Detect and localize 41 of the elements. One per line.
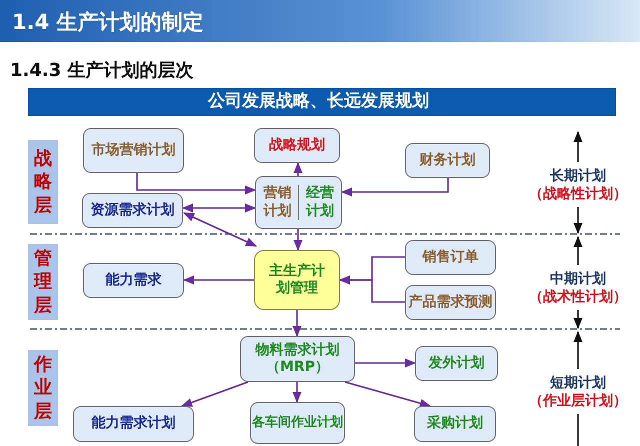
plan-box: 市场营销计划 [83, 128, 184, 173]
plan-box: 资源需求计划 [82, 193, 183, 228]
arrow [180, 381, 248, 407]
page-title: 1.4 生产计划的制定 [12, 9, 204, 36]
plan-box [255, 176, 342, 229]
arrow [182, 204, 256, 212]
plan-box: 能力需求 [83, 263, 184, 298]
term-label: 短期计划 [549, 374, 607, 392]
arrow [292, 310, 302, 338]
term-label: （战略性计划） [528, 185, 628, 203]
term-label: 中期计划 [549, 270, 607, 288]
section-heading: 1.4.3 生产计划的层次 [10, 59, 194, 82]
plan-box: 各车间作业计划 [250, 402, 345, 444]
plan-box: 主生产计划管理 [254, 250, 340, 310]
box-label: 经营计划 [298, 185, 340, 220]
plan-box: 发外计划 [415, 346, 498, 381]
plan-box: 财务计划 [405, 143, 490, 178]
plan-box: 能力需求计划 [73, 406, 194, 442]
arrow [340, 178, 449, 196]
plan-box: 战略规划 [254, 128, 340, 163]
arrow [355, 358, 416, 368]
layer-band: 管理层 [28, 244, 58, 320]
layer-band: 作业层 [28, 350, 58, 426]
term-label: （作业层计划） [528, 392, 628, 410]
plan-box: 销售订单 [405, 240, 496, 275]
layer-band: 战略层 [28, 140, 58, 224]
term-label: 长期计划 [549, 167, 607, 185]
arrow [294, 162, 302, 176]
arrow [182, 212, 258, 247]
arrow [292, 382, 302, 404]
banner-band: 公司发展战略、长远发展规划 [28, 88, 616, 116]
plan-box: 产品需求预测 [405, 285, 496, 320]
arrow [338, 276, 405, 303]
arrow [182, 276, 254, 284]
box-label: 营销计划 [262, 185, 292, 220]
arrow [136, 173, 256, 194]
arrow [344, 381, 432, 408]
arrow [294, 229, 302, 252]
plan-box: 物料需求计划（MRP） [240, 336, 355, 382]
plan-box: 采购计划 [414, 406, 496, 442]
term-label: （战术性计划） [528, 288, 628, 306]
